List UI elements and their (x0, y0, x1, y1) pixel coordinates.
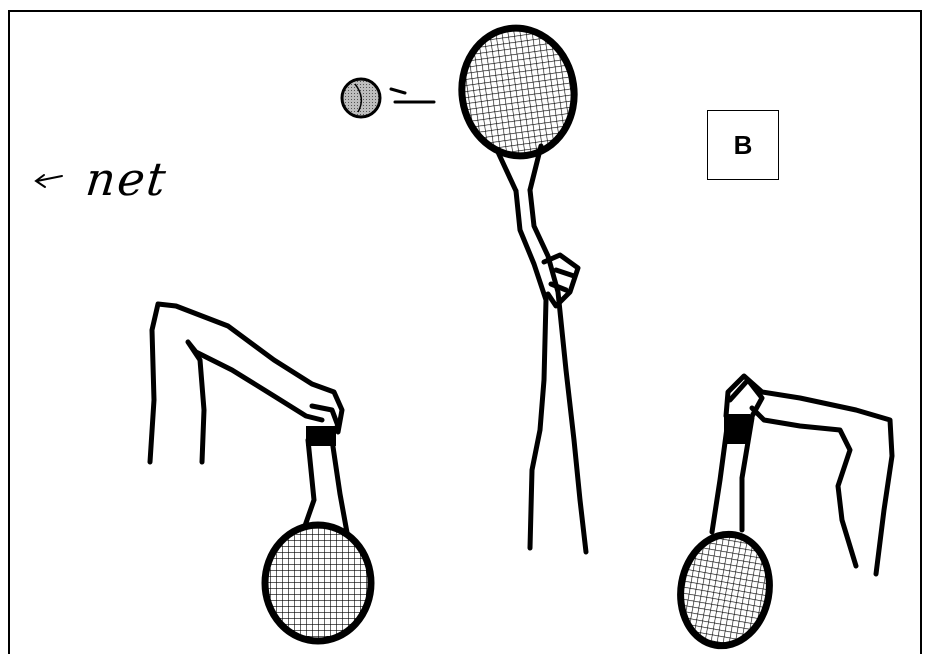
racket-icon (672, 414, 778, 653)
racket-icon (454, 21, 583, 191)
arrow-left-icon (36, 175, 62, 187)
net-label: net (84, 156, 170, 202)
panel-label: B (707, 110, 779, 180)
tennis-ball-icon (342, 79, 434, 117)
player-arm-center (516, 190, 586, 552)
racket-icon (265, 426, 371, 641)
